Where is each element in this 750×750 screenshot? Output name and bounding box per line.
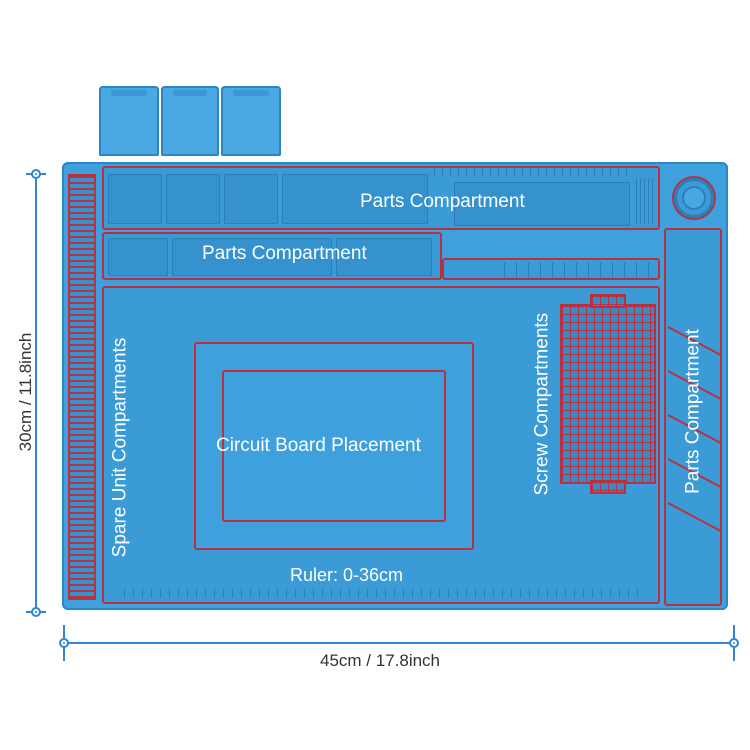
ruler-label: Ruler: 0-36cm — [290, 565, 404, 585]
height-endpoint-top — [31, 169, 41, 179]
bin-lid-1 — [99, 86, 159, 156]
spare-unit-compartments-label: Spare Unit Compartments — [109, 337, 131, 558]
screw-grid-bottom-tab — [590, 480, 626, 494]
bottom-ruler-scale — [124, 588, 644, 598]
right-divider-5 — [667, 502, 722, 533]
top-bin-2 — [166, 174, 220, 224]
width-dimension-label: 45cm / 17.8inch — [320, 651, 441, 670]
circuit-board-inner-frame — [222, 370, 446, 522]
spare-unit-strip — [68, 174, 96, 600]
parts-compartment-middle-extension — [442, 258, 660, 280]
bin-lid-2 — [161, 86, 219, 156]
parts-compartment-top-label: Parts Compartment — [360, 191, 525, 212]
top-edge-scale — [434, 168, 634, 176]
middle-bin-2 — [172, 238, 332, 276]
height-dimension-line — [35, 174, 37, 612]
screw-compartment-grid — [560, 304, 656, 484]
height-endpoint-bottom — [31, 607, 41, 617]
screw-grid-top-tab — [590, 294, 626, 308]
height-dimension-label: 30cm / 11.8inch — [16, 332, 35, 452]
width-endpoint-left — [59, 638, 69, 648]
bin-lid-3 — [221, 86, 281, 156]
parts-compartment-top — [102, 166, 660, 230]
middle-slot-rack — [504, 262, 654, 278]
top-bin-3 — [224, 174, 278, 224]
parts-compartment-middle-label: Parts Compartment — [202, 243, 367, 264]
repair-mat: Parts Compartment Parts Compartment Spar… — [62, 162, 728, 610]
parts-compartment-right-label: Parts Compartment — [682, 329, 704, 494]
parts-compartment-right — [664, 228, 722, 606]
circuit-board-placement-label: Circuit Board Placement — [216, 435, 421, 456]
top-bin-5 — [454, 182, 630, 226]
parts-compartment-middle — [102, 232, 442, 280]
top-bin-1 — [108, 174, 162, 224]
screw-compartments-label: Screw Compartments — [531, 312, 553, 496]
right-slot-rack — [636, 178, 656, 224]
middle-bin-1 — [108, 238, 168, 276]
middle-bin-3 — [336, 238, 432, 276]
top-bin-4 — [282, 174, 428, 224]
width-dimension-line — [64, 642, 734, 644]
magnetic-bowl — [674, 178, 714, 218]
magnetic-bowl-center — [682, 186, 706, 210]
width-endpoint-right — [729, 638, 739, 648]
